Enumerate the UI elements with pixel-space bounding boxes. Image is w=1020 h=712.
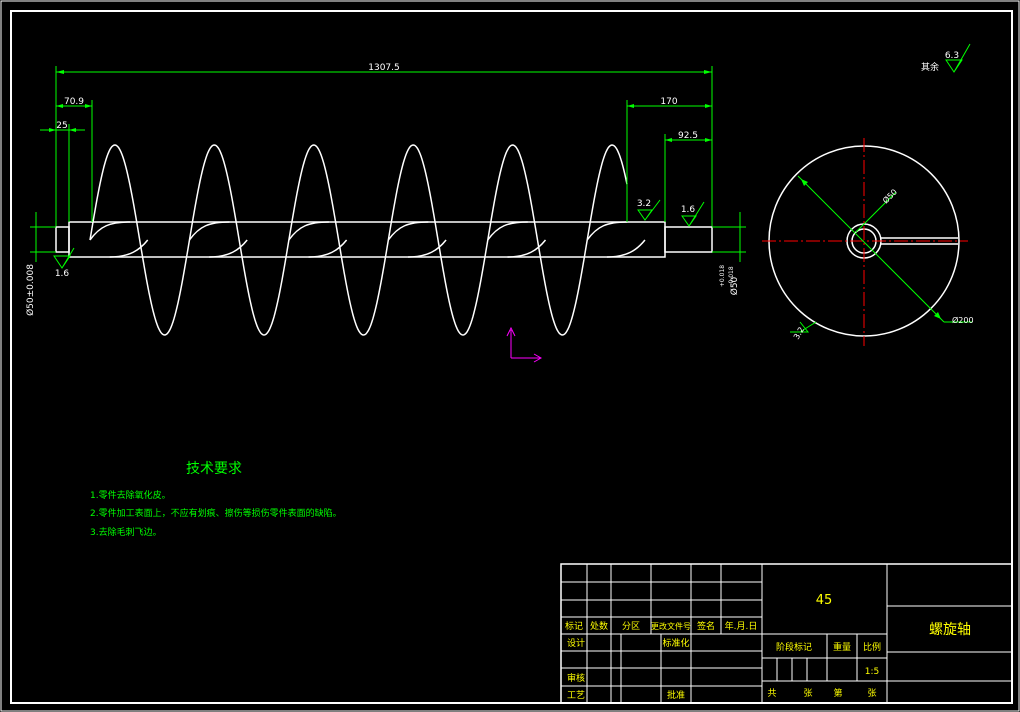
tb-stage-mark: 阶段标记: [776, 641, 812, 653]
flight-edge-curve: [387, 221, 447, 258]
right-shaft-journal: [664, 226, 713, 253]
dim-right-shaft-dia: Ø50: [729, 276, 740, 295]
roughness-right-a: 3.2: [637, 199, 651, 209]
notes-title: 技术要求: [186, 461, 242, 477]
flight-edge-curve: [188, 221, 248, 258]
flight-edge-curve: [586, 221, 646, 258]
tb-scale-label: 比例: [863, 641, 881, 653]
note-2: 2.零件加工表面上，不应有划痕、擦伤等损伤零件表面的缺陷。: [90, 507, 342, 519]
helical-flight-inner: [89, 221, 646, 258]
tb-header-count: 处数: [590, 620, 608, 632]
tb-header-change-doc: 更改文件号: [651, 621, 691, 631]
roughness-end-view: 3.2: [792, 325, 806, 341]
dimension-arrows: [49, 70, 712, 142]
roughness-remaining-value: 6.3: [945, 51, 959, 61]
dim-left-step: 70.9: [64, 97, 84, 107]
dim-right-shoulder: 92.5: [678, 131, 698, 141]
centerlines: [762, 138, 968, 346]
dim-right-step: 170: [660, 97, 677, 107]
dim-right-tol-lower: -0.018: [728, 266, 735, 286]
tb-material: 45: [816, 593, 833, 608]
tb-design: 设计: [567, 637, 585, 649]
front-dimensions: [30, 43, 971, 269]
ucs-icon: [506, 326, 543, 363]
tb-sheets-unit: 张: [803, 688, 812, 699]
title-block: [560, 563, 1013, 704]
tb-header-sign: 签名: [697, 620, 715, 632]
tb-part-name: 螺旋轴: [929, 622, 971, 638]
shaft-body: [68, 221, 666, 258]
tb-header-zone: 分区: [622, 621, 640, 632]
tb-weight: 重量: [833, 641, 851, 653]
end-view: Ø200 Ø50 3.2: [762, 138, 974, 346]
dim-right-tol-upper: +0.018: [719, 265, 726, 287]
tb-sheet-unit2: 张: [867, 688, 876, 699]
helical-flight: [89, 144, 628, 336]
technical-notes: 技术要求 1.零件去除氧化皮。 2.零件加工表面上，不应有划痕、擦伤等损伤零件表…: [90, 461, 342, 538]
front-view: [55, 144, 713, 336]
tb-scale-value: 1:5: [865, 667, 879, 677]
dim-overall-length: 1307.5: [368, 63, 400, 73]
note-3: 3.去除毛刺飞边。: [90, 526, 162, 538]
tb-header-date: 年.月.日: [725, 620, 758, 632]
tb-header-mark: 标记: [565, 620, 583, 632]
dim-outer-dia: Ø200: [952, 315, 974, 325]
tb-process: 工艺: [567, 690, 585, 701]
tb-standardize: 标准化: [662, 637, 689, 649]
tb-sheets-total: 共: [767, 688, 776, 699]
roughness-right-b: 1.6: [681, 205, 696, 215]
dim-left-shoulder: 25: [56, 121, 67, 131]
note-1: 1.零件去除氧化皮。: [90, 489, 171, 501]
dim-left-shaft-dia: Ø50±0.008: [25, 264, 36, 316]
tb-sheet-no: 第: [833, 687, 842, 699]
flight-edge-curve: [288, 221, 348, 258]
roughness-left-end: 1.6: [55, 269, 70, 279]
title-block-text: 标记 处数 分区 更改文件号 签名 年.月.日 设计 标准化 审核 工艺 批准 …: [565, 593, 971, 701]
inner-border: [10, 10, 1013, 704]
left-shaft-end: [55, 226, 70, 253]
flight-edge-curve: [89, 221, 149, 258]
tb-approve: 批准: [667, 689, 685, 701]
flight-edge-curve: [487, 221, 547, 258]
roughness-remaining-label: 其余: [921, 61, 939, 73]
tb-review: 审核: [567, 672, 585, 684]
dim-hole-dia: Ø50: [880, 187, 899, 206]
dimension-texts: 1307.5 70.9 25 170 92.5 1.6 3.2 1.6 6.3 …: [25, 51, 959, 316]
